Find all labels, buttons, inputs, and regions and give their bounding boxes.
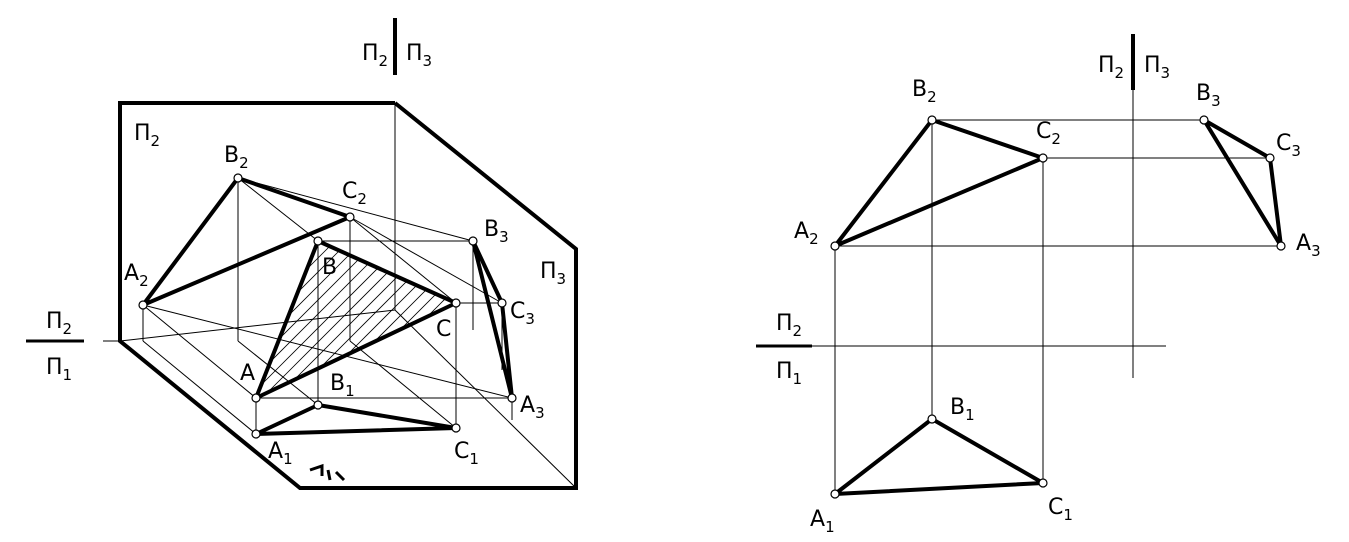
label-a: A <box>240 361 255 386</box>
plane-label-p3: П3 <box>540 259 566 288</box>
fraction-top-label: П2 <box>46 309 72 338</box>
fraction-top-label-right: П2 <box>776 311 802 340</box>
triangle-front-projection <box>141 176 352 307</box>
point-a3-right <box>1276 241 1286 251</box>
label-c3: C3 <box>510 299 535 328</box>
label-c1: C1 <box>454 439 479 468</box>
point-c1-right <box>1038 478 1048 488</box>
label-b3: B3 <box>484 217 509 246</box>
point-a2-right <box>830 241 840 251</box>
point-b2 <box>233 173 243 183</box>
label-c: C <box>436 317 451 342</box>
point-b1-right <box>927 414 937 424</box>
label-b3-right: B3 <box>1196 81 1221 110</box>
triangle-top-projection-right <box>833 417 1045 496</box>
point-c3 <box>497 298 507 308</box>
triangle-side-projection <box>471 239 514 400</box>
point-b <box>313 236 323 246</box>
label-a3-right: A3 <box>1296 231 1321 260</box>
point-c1 <box>451 423 461 433</box>
triangle-front-projection-right <box>833 118 1045 248</box>
label-b2-right: B2 <box>912 77 937 106</box>
label-c3-right: C3 <box>1276 131 1301 160</box>
point-a <box>251 393 261 403</box>
point-b2-right <box>927 115 937 125</box>
fraction-bottom-label-right: П1 <box>776 359 802 388</box>
label-a2: A2 <box>124 261 149 290</box>
right-orthographic-drawing: П2 П3 П2 П1 A2 B2 C2 A1 B1 C1 B3 C3 A3 <box>756 34 1321 536</box>
label-c1-right: C1 <box>1048 495 1073 524</box>
left-points <box>138 173 517 439</box>
label-a2-right: A2 <box>794 219 819 248</box>
label-a1: A1 <box>268 439 293 468</box>
construction-lines <box>142 177 513 435</box>
construction-lines-right <box>834 119 1281 494</box>
label-c2-right: C2 <box>1036 119 1061 148</box>
axis-label-p3: П3 <box>406 41 432 70</box>
plane-label-p2: П2 <box>134 121 160 150</box>
axis-label-p2-right: П2 <box>1098 53 1124 82</box>
label-b: B <box>322 255 337 280</box>
right-labels: П2 П3 П2 П1 A2 B2 C2 A1 B1 C1 B3 C3 A3 <box>776 53 1321 536</box>
axis-label-p3-right: П3 <box>1144 53 1170 82</box>
axis-x <box>119 309 396 342</box>
label-c2: C2 <box>342 179 367 208</box>
point-a1-right <box>830 489 840 499</box>
point-a3 <box>507 393 517 403</box>
left-axonometric-drawing: П2 П3 П2 П3 П2 П1 A2 B2 C2 A B C A1 B1 C… <box>26 18 578 490</box>
plane-frame <box>118 101 578 490</box>
point-c3-right <box>1265 153 1275 163</box>
label-b1-right: B1 <box>950 395 975 424</box>
right-points <box>830 115 1286 499</box>
label-b1: B1 <box>330 371 355 400</box>
point-a2 <box>138 300 148 310</box>
triangle-top-projection <box>254 403 458 436</box>
label-a3: A3 <box>520 393 545 422</box>
axis-y <box>394 309 577 489</box>
triangle-side-projection-right <box>1202 118 1283 248</box>
point-c <box>451 298 461 308</box>
left-labels: П2 П3 П2 П3 П2 П1 A2 B2 C2 A B C A1 B1 C… <box>46 41 566 468</box>
point-b3-right <box>1199 115 1209 125</box>
point-b1 <box>313 400 323 410</box>
axis-label-p2: П2 <box>362 41 388 70</box>
fraction-bottom-label: П1 <box>46 355 72 384</box>
point-a1 <box>251 429 261 439</box>
triangle-spatial <box>254 239 458 400</box>
label-b2: B2 <box>224 143 249 172</box>
p1-floor-mark <box>309 463 346 482</box>
point-c2-right <box>1038 153 1048 163</box>
point-b3 <box>468 236 478 246</box>
point-c2 <box>345 212 355 222</box>
label-a1-right: A1 <box>810 507 835 536</box>
